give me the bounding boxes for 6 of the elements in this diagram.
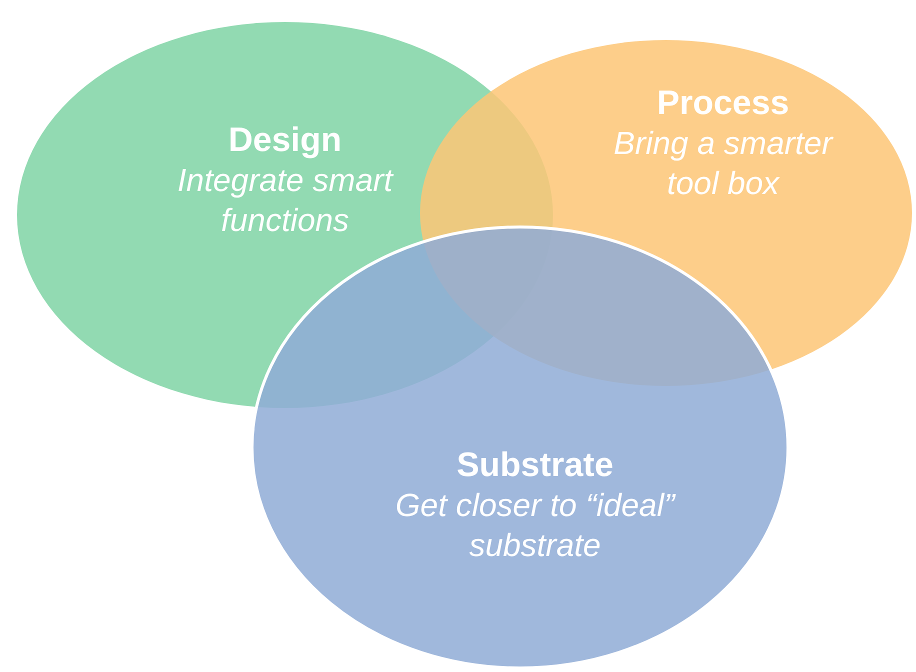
circle-heading: Design xyxy=(227,120,343,160)
circle-description: Get closer to “ideal” substrate xyxy=(394,486,677,565)
circle-heading: Substrate xyxy=(456,445,614,485)
circle-description: Bring a smarter tool box xyxy=(612,124,834,203)
circle-heading: Process xyxy=(656,83,790,123)
circle-description: Integrate smart functions xyxy=(176,161,395,240)
